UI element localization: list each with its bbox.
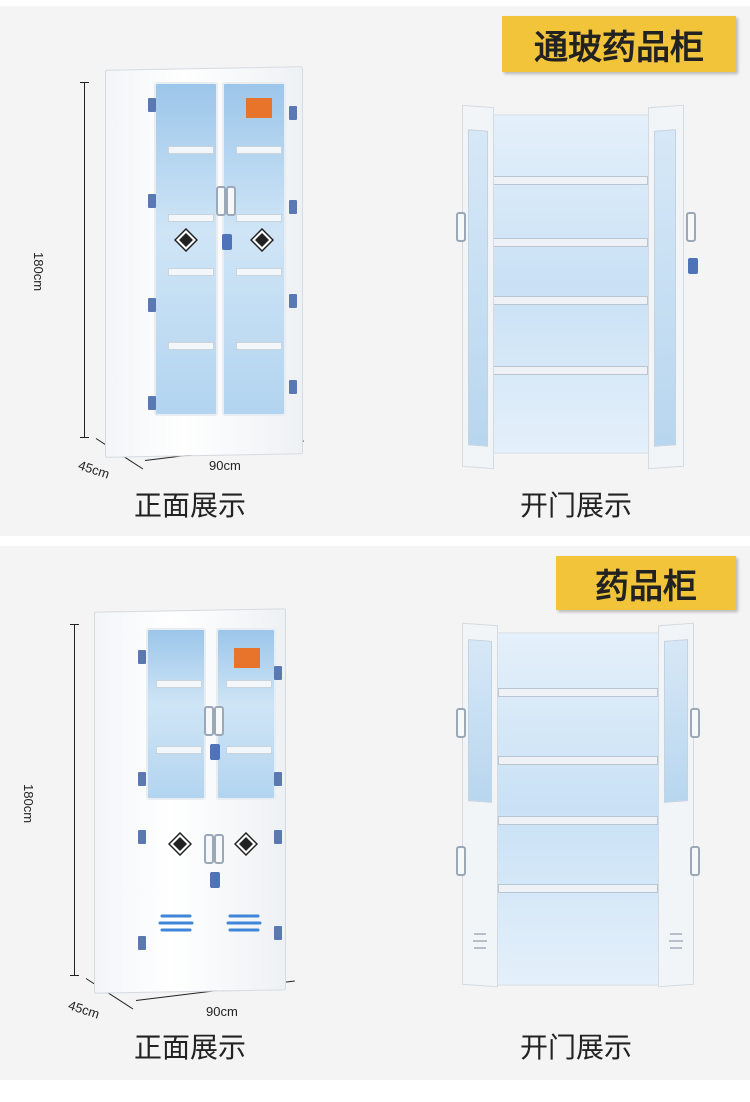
door-handle [226,186,236,216]
shelf [490,176,648,185]
open-view-caption: 开门展示 [519,1031,632,1064]
depth-label: 45cm [66,997,102,1022]
shelf [490,238,648,247]
shelf [226,680,272,688]
shelf [168,342,214,350]
shelf [236,268,282,276]
height-label: 180cm [21,784,36,824]
shelf [156,680,202,688]
door-handle [214,706,224,736]
cabinet-interior [496,632,662,986]
hinge [274,666,282,680]
vent-icon [158,914,194,932]
hinge [138,650,146,664]
hinge [138,830,146,844]
width-label: 90cm [209,458,241,473]
hinge [148,194,156,208]
height-tick-top [80,82,89,83]
shelf [226,746,272,754]
door-handle [686,212,696,242]
open-view-caption: 开门展示 [519,489,632,522]
lock-icon [210,744,220,760]
depth-label: 45cm [76,457,112,482]
height-tick-top [70,624,79,625]
section-title-badge: 药品柜 [556,556,736,610]
hinge [289,380,297,394]
hinge [289,200,297,214]
hinge [138,936,146,950]
height-label: 180cm [31,252,46,292]
left-glass-door [146,628,206,800]
vent-icon [473,933,487,949]
section-medicine-cabinet: 药品柜 180cm 90cm 45cm [0,546,750,1080]
shelf [236,342,282,350]
door-handle [456,708,466,738]
corrosive-hazard-icon [234,832,258,856]
right-door-glass [654,129,676,447]
hinge [148,98,156,112]
door-handle [204,706,214,736]
warning-label-icon [234,648,260,668]
shelf [498,756,658,765]
warning-label-icon [246,98,272,118]
door-handle [204,834,214,864]
hinge [289,106,297,120]
shelf [236,214,282,222]
shelf [498,884,658,893]
hinge [274,926,282,940]
front-view-caption: 正面展示 [133,1031,246,1064]
hinge [289,294,297,308]
height-tick-bottom [80,437,89,438]
shelf [168,214,214,222]
hinge [274,830,282,844]
left-door-glass [468,129,488,447]
right-door-glass [664,639,688,803]
shelf [490,296,648,305]
shelf [168,268,214,276]
corrosive-hazard-icon [168,832,192,856]
section-glass-cabinet: 通玻药品柜 180cm 90cm 45cm [0,6,750,536]
shelf [498,816,658,825]
door-handle [216,186,226,216]
lock-icon [210,872,220,888]
hinge [148,298,156,312]
shelf [498,688,658,697]
corrosive-hazard-icon [250,228,274,252]
height-tick-bottom [70,975,79,976]
door-handle [456,212,466,242]
vent-icon [226,914,262,932]
cabinet-interior [488,114,652,454]
hinge [138,772,146,786]
width-label: 90cm [206,1004,238,1019]
shelf [236,146,282,154]
hinge [274,772,282,786]
lock-icon [222,234,232,250]
left-door-glass [468,639,492,803]
vent-icon [669,933,683,949]
door-handle [214,834,224,864]
hinge [148,396,156,410]
height-dimension-line [84,82,85,438]
front-view-caption: 正面展示 [133,489,246,522]
door-handle [690,708,700,738]
door-handle [456,846,466,876]
corrosive-hazard-icon [174,228,198,252]
shelf [168,146,214,154]
shelf [156,746,202,754]
lock-icon [688,258,698,274]
section-title-badge: 通玻药品柜 [502,16,736,72]
shelf [490,366,648,375]
door-handle [690,846,700,876]
height-dimension-line [74,624,75,976]
